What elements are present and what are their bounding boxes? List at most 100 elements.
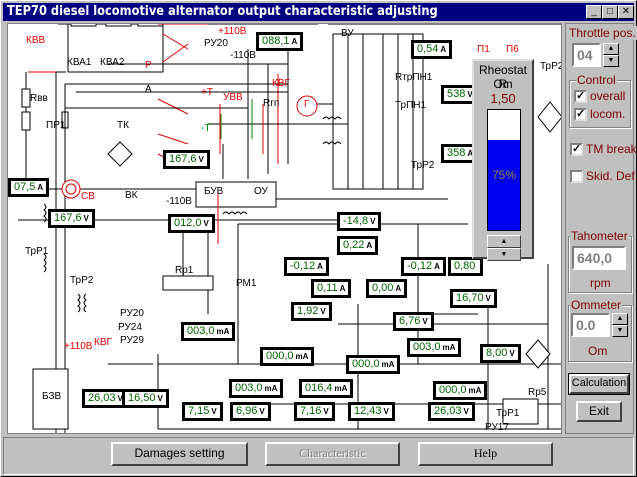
label-ru24: РУ24 xyxy=(118,322,142,333)
vk-bridge-rectifier xyxy=(107,141,133,167)
label-tk: ТК xyxy=(117,120,129,131)
label-minus-t: -Т xyxy=(201,123,211,134)
minimize-icon: _ xyxy=(591,6,597,17)
label-buv: БУВ xyxy=(204,186,224,197)
rectifier-bridge-vu xyxy=(313,33,424,190)
label-ru29: РУ29 xyxy=(120,335,144,346)
arrow-up-icon: ▲ xyxy=(616,315,624,322)
close-button[interactable]: ✕ xyxy=(618,5,634,19)
rheostat-level-bar: 75% xyxy=(487,109,521,231)
label-kva1: КВА1 xyxy=(67,57,92,68)
label-kva2: КВА2 xyxy=(100,57,125,68)
right-bridge-rectifier xyxy=(537,101,561,133)
label-trp1-bottom: ТрР1 xyxy=(496,408,520,419)
locom-checkbox[interactable]: ✓ xyxy=(574,108,587,121)
tahometer-field: 640,0 xyxy=(572,246,626,270)
label-sv: СВ xyxy=(81,191,95,202)
damages-setting-button[interactable]: Damages setting xyxy=(111,442,248,466)
tm-break-checkbox[interactable]: ✓ xyxy=(570,143,583,156)
overall-checkbox[interactable]: ✓ xyxy=(574,90,587,103)
overall-label: overall xyxy=(590,89,626,103)
label-p1: П1 xyxy=(477,44,490,55)
label-rp1: Rр1 xyxy=(175,265,194,276)
minimize-button[interactable]: _ xyxy=(586,5,602,19)
label-ru20: РУ20 xyxy=(120,308,144,319)
rheostat-unit: Om xyxy=(493,77,513,91)
label-rgp: Rгп xyxy=(263,98,280,109)
exit-button[interactable]: Exit xyxy=(576,401,622,422)
throttle-up-button[interactable]: ▲ xyxy=(603,43,619,55)
characteristic-button[interactable]: Characteristic xyxy=(265,442,400,466)
ommeter-field[interactable]: 0.0 xyxy=(571,313,610,337)
label-a: А xyxy=(145,84,152,95)
tm-break-label: TM break xyxy=(586,142,637,156)
bzv-block xyxy=(32,368,69,430)
rp1-resistor xyxy=(162,275,214,291)
label-vk: ВК xyxy=(125,190,138,201)
uvv-red-wiring xyxy=(217,104,264,244)
ommeter-down-button[interactable]: ▼ xyxy=(612,325,628,337)
throttle-position-field[interactable]: 04 xyxy=(572,43,601,67)
maximize-icon: □ xyxy=(606,6,614,17)
rheostat-level-fill xyxy=(488,140,520,230)
rheostat-up-button[interactable]: ▲ xyxy=(487,235,521,248)
label-p: Р xyxy=(145,60,152,71)
check-icon: ✓ xyxy=(572,143,582,155)
rheostat-panel: Rheostat R Om 1,50 75% ▲ ▼ xyxy=(472,59,534,261)
help-button[interactable]: Help xyxy=(418,442,553,466)
check-icon: ✓ xyxy=(576,108,586,120)
label-ru20-top: РУ20 xyxy=(204,38,228,49)
sv-exciter-symbol xyxy=(61,179,81,199)
rheostat-title: Rheostat R xyxy=(478,63,528,91)
skid-def-checkbox[interactable] xyxy=(570,170,583,183)
tahometer-title: Tahometer xyxy=(570,229,629,243)
label-bzv: БЗВ xyxy=(42,391,62,402)
label-kvg-bottom: КВГ xyxy=(94,337,112,348)
uvv-green-wiring xyxy=(220,99,253,139)
label-plus110-top: +110В xyxy=(218,26,247,37)
label-trp2-mid: ТрР2 xyxy=(411,160,435,171)
throttle-title: Throttle pos. xyxy=(568,26,637,40)
rheostat-down-button[interactable]: ▼ xyxy=(487,248,521,261)
maximize-button[interactable]: □ xyxy=(602,5,618,19)
ommeter-unit: Om xyxy=(588,344,608,358)
label-vu: ВУ xyxy=(341,28,354,39)
throttle-down-button[interactable]: ▼ xyxy=(603,55,619,67)
calculation-button[interactable]: Calculation xyxy=(568,373,630,395)
buv-block xyxy=(195,181,277,208)
ommeter-up-button[interactable]: ▲ xyxy=(612,313,628,325)
right-control-panel: Throttle pos. 04 ▲ ▼ Control ✓ overall ✓… xyxy=(565,23,637,434)
label-minus110-top: -110В xyxy=(230,50,256,61)
arrow-down-icon: ▼ xyxy=(607,57,615,64)
label-minus110-mid: -110В xyxy=(166,196,192,207)
tahometer-unit: rpm xyxy=(590,276,611,290)
rp5-resistor xyxy=(502,398,539,425)
bottom-button-bar: Damages setting Characteristic Help xyxy=(3,437,634,475)
label-trp2: ТрР2 xyxy=(70,275,94,286)
